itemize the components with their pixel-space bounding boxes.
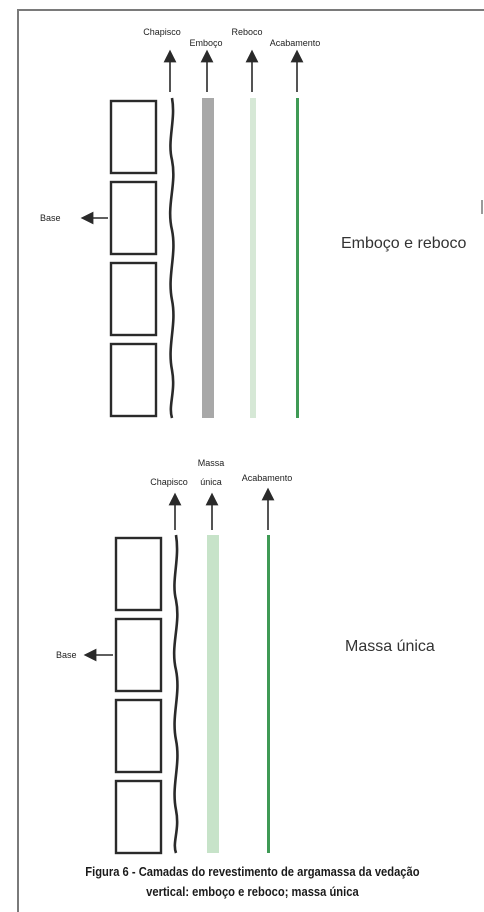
bottom-label-acabamento: Acabamento <box>242 473 293 483</box>
bottom-label-chapisco: Chapisco <box>150 477 188 487</box>
bottom-label-massa-2: única <box>200 477 222 487</box>
top-label-emboco: Emboço <box>189 38 222 48</box>
top-base-block <box>109 99 158 175</box>
top-chapisco-layer <box>168 97 175 419</box>
top-base-block <box>109 342 158 418</box>
top-label-acabamento: Acabamento <box>270 38 321 48</box>
top-reboco-layer <box>250 98 256 418</box>
edge-mark <box>481 200 483 214</box>
bottom-diagram: Chapisco Massa única Acabamento Base Mas… <box>56 458 435 855</box>
top-base-block <box>109 180 158 256</box>
left-border <box>17 9 19 912</box>
bottom-side-label: Massa única <box>345 638 435 655</box>
top-border <box>18 9 484 11</box>
bottom-base-block <box>114 617 163 693</box>
bottom-chapisco-layer <box>172 534 179 854</box>
bottom-massa-unica-layer <box>207 535 219 853</box>
bottom-base-label: Base <box>56 650 77 660</box>
caption-line-1: Figura 6 - Camadas do revestimento de ar… <box>85 864 420 879</box>
bottom-base-block <box>114 536 163 612</box>
top-base-label: Base <box>40 213 61 223</box>
bottom-acabamento-layer <box>267 535 270 853</box>
top-emboco-layer <box>202 98 214 418</box>
bottom-base-block <box>114 698 163 774</box>
top-side-label: Emboço e reboco <box>341 235 467 252</box>
top-acabamento-layer <box>296 98 299 418</box>
top-label-reboco: Reboco <box>231 27 262 37</box>
top-base-block <box>109 261 158 337</box>
top-diagram: Chapisco Emboço Reboco Acabamento Base <box>40 27 467 419</box>
top-label-chapisco: Chapisco <box>143 27 181 37</box>
figure-caption: Figura 6 - Camadas do revestimento de ar… <box>53 862 452 902</box>
bottom-base-block <box>114 779 163 855</box>
caption-line-2: vertical: emboço e reboco; massa única <box>146 884 359 899</box>
bottom-label-massa-1: Massa <box>198 458 225 468</box>
